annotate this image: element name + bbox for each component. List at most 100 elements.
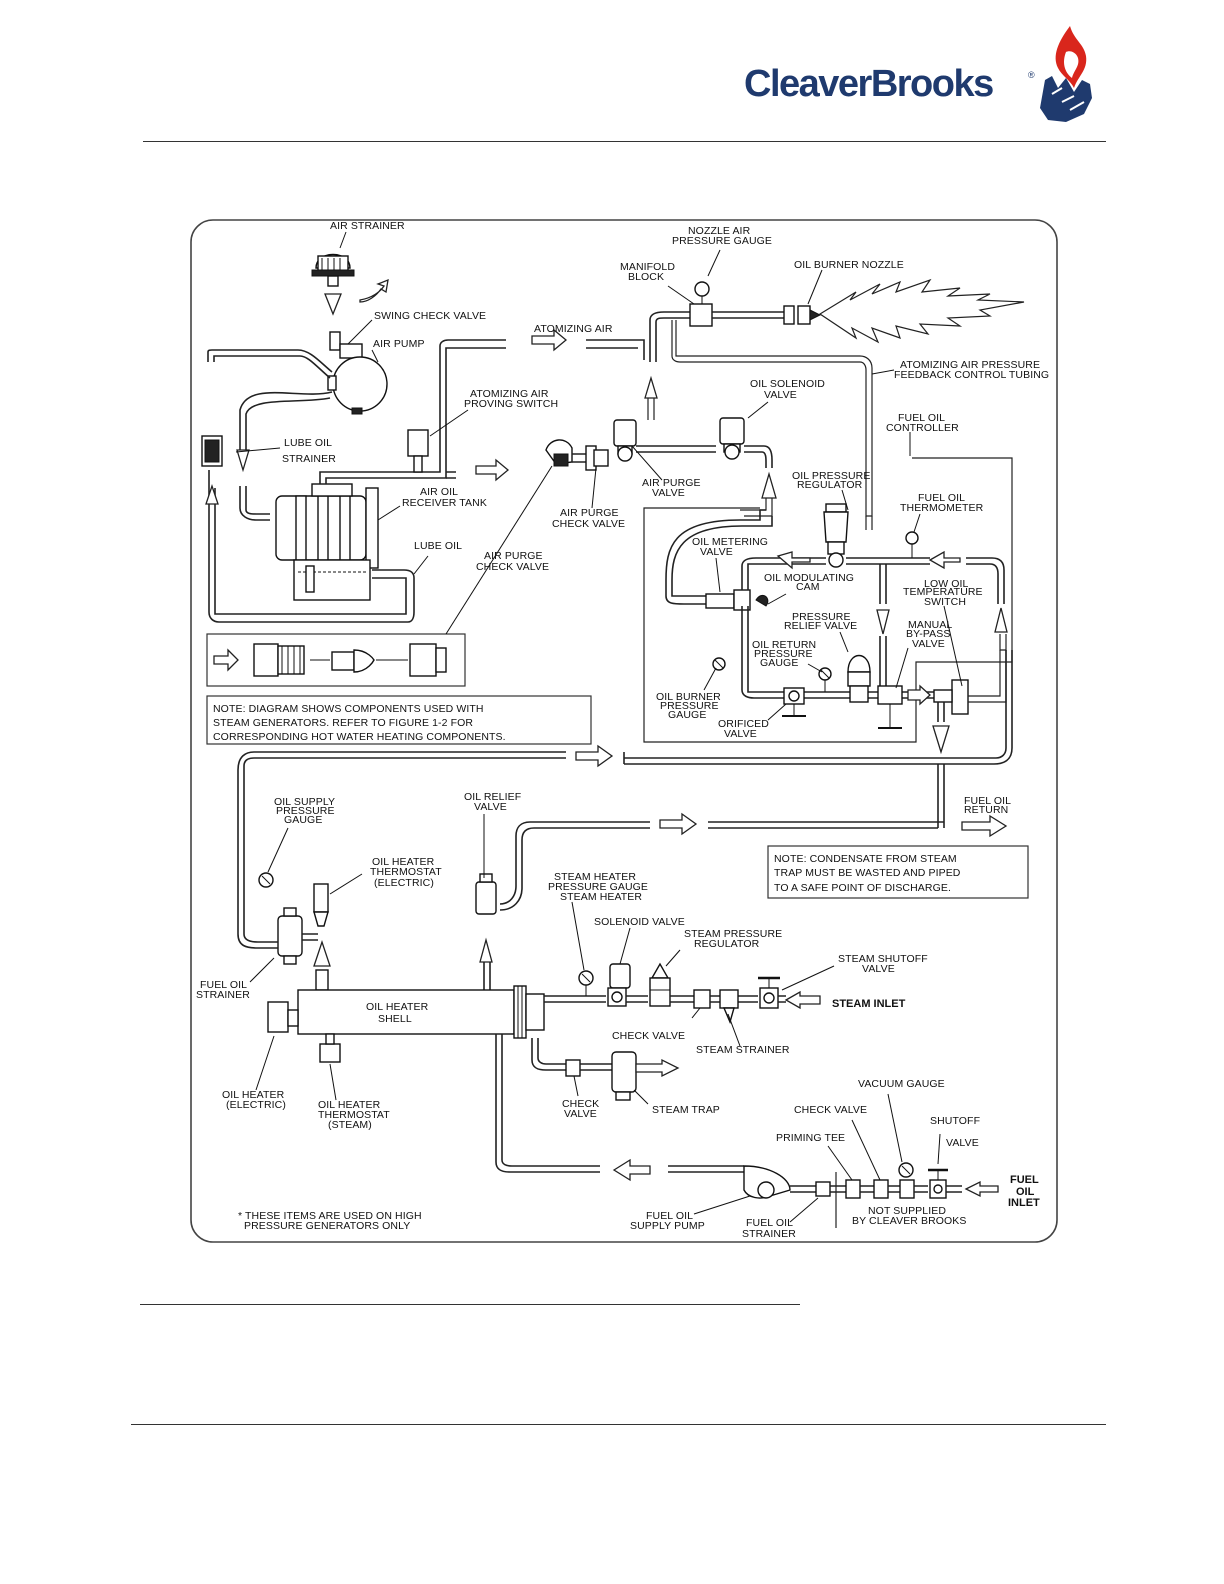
lube-oil-strainer	[201, 435, 223, 467]
pressure-relief-valve	[847, 655, 871, 703]
label-steam-heater-2: PRESSURE GAUGE	[548, 881, 648, 893]
label-steam-strainer: STEAM STRAINER	[696, 1044, 790, 1056]
note-2-line-3: TO A SAFE POINT OF DISCHARGE.	[774, 882, 951, 894]
swing-check-valve	[329, 331, 363, 359]
label-oil-supply-gauge-2: PRESSURE	[276, 805, 335, 817]
vacuum-gauge	[898, 1162, 915, 1199]
label-fuel-oil-return-1: FUEL OIL	[964, 795, 1011, 807]
label-fuel-oil-inlet-2: OIL	[1016, 1186, 1035, 1198]
label-oil-return-gauge-3: GAUGE	[760, 657, 798, 669]
label-lube-oil-strainer-2: STRAINER	[282, 453, 336, 465]
label-fuel-oil-controller-1: FUEL OIL	[898, 412, 945, 424]
oil-heater-thermostat-steam	[319, 1033, 341, 1063]
flow-arrow-down	[932, 725, 950, 755]
label-oil-supply-gauge-1: OIL SUPPLY	[274, 796, 335, 808]
label-steam-heater-1: STEAM HEATER	[554, 871, 636, 883]
label-oil-heater-electric-2: (ELECTRIC)	[226, 1099, 286, 1111]
priming-tee	[845, 1179, 861, 1199]
oil-pressure-regulator	[823, 503, 849, 568]
label-air-oil-receiver-1: AIR OIL	[420, 486, 458, 498]
fuel-oil-thermometer	[905, 531, 919, 558]
note-1-line-3: CORRESPONDING HOT WATER HEATING COMPONEN…	[213, 731, 506, 743]
label-oil-metering-valve-1: OIL METERING	[692, 536, 768, 548]
oil-burner-pressure-gauge	[712, 657, 726, 671]
inlet-check-valve	[873, 1179, 889, 1199]
label-oil-heater-shell-2: SHELL	[378, 1013, 412, 1025]
oil-heater-thermostat-electric	[313, 883, 329, 927]
label-fuel-oil-strainer-2: STRAINER	[196, 989, 250, 1001]
logo-graphic: CleaverBrooks ®	[744, 26, 1092, 122]
label-oil-return-gauge-2: PRESSURE	[754, 648, 813, 660]
air-pump	[327, 356, 388, 415]
steam-heater-pressure-gauge	[578, 970, 594, 996]
label-air-purge-check-valve-b-2: CHECK VALVE	[476, 561, 549, 573]
label-pressure-relief-1: PRESSURE	[792, 611, 851, 623]
label-proving-switch-1: ATOMIZING AIR	[470, 388, 549, 400]
label-steam-regulator-2: REGULATOR	[694, 938, 760, 950]
oil-supply-pressure-gauge	[258, 872, 274, 888]
label-manual-bypass-2: BY-PASS	[906, 628, 950, 640]
label-oil-heater-shell-1: OIL HEATER	[366, 1001, 429, 1013]
label-inlet-strainer-2: STRAINER	[742, 1228, 796, 1240]
label-footnote-2: PRESSURE GENERATORS ONLY	[244, 1220, 410, 1232]
label-heater-thermostat-elec-1: OIL HEATER	[372, 856, 435, 868]
label-low-oil-temp-3: SWITCH	[924, 596, 966, 608]
fuel-oil-supply-pump	[743, 1165, 791, 1199]
flow-arrow-up	[644, 375, 658, 399]
flow-arrow-left	[928, 550, 961, 570]
label-manual-bypass-3: VALVE	[912, 638, 945, 650]
label-fuel-oil-inlet-3: INLET	[1008, 1197, 1040, 1209]
label-feedback-tubing-2: FEEDBACK CONTROL TUBING	[894, 369, 1049, 381]
note-2-line-2: TRAP MUST BE WASTED AND PIPED	[774, 867, 961, 879]
label-steam-trap: STEAM TRAP	[652, 1104, 720, 1116]
label-heater-thermostat-steam-3: (STEAM)	[328, 1119, 372, 1131]
flow-arrow-up	[479, 937, 493, 963]
flow-arrow-right	[907, 684, 931, 706]
label-air-purge-check-valve-b-1: AIR PURGE	[484, 550, 543, 562]
fuel-oil-strainer-inlet	[815, 1181, 831, 1197]
heater-inlet-fitting	[315, 969, 329, 991]
note-box-steam-generators	[206, 695, 592, 745]
label-oil-burner-nozzle: OIL BURNER NOZZLE	[794, 259, 904, 271]
label-oil-pressure-regulator-1: OIL PRESSURE	[792, 470, 870, 482]
label-oil-supply-gauge-3: GAUGE	[284, 814, 322, 826]
label-inlet-check-valve: CHECK VALVE	[794, 1104, 867, 1116]
label-oil-pressure-regulator-2: REGULATOR	[797, 479, 863, 491]
label-air-pump: AIR PUMP	[373, 338, 425, 350]
air-purge-valve	[613, 419, 637, 462]
label-heater-thermostat-elec-2: THERMOSTAT	[370, 866, 442, 878]
diagram-labels: AIR STRAINER SWING CHECK VALVE AIR PUMP …	[196, 220, 1049, 1240]
oil-metering-valve	[705, 589, 769, 611]
label-atomizing-air: ATOMIZING AIR	[534, 323, 613, 335]
flow-arrow-up	[761, 471, 777, 499]
label-steam-inlet: STEAM INLET	[832, 998, 906, 1010]
flow-arrow-up	[994, 607, 1008, 633]
label-oil-relief-valve-1: OIL RELIEF	[464, 791, 521, 803]
label-air-purge-valve-2: VALVE	[652, 487, 685, 499]
label-fuel-oil-return-2: RETURN	[964, 804, 1008, 816]
label-oil-burner-gauge-1: OIL BURNER	[656, 691, 721, 703]
label-air-purge-check-valve-a-1: AIR PURGE	[560, 507, 619, 519]
brand-right-text: Brooks	[871, 63, 993, 105]
flow-arrow-left	[612, 1158, 651, 1182]
label-trap-check-valve-1: CHECK	[562, 1098, 599, 1110]
label-supply-pump-1: FUEL OIL	[646, 1210, 693, 1222]
label-priming-tee: PRIMING TEE	[776, 1132, 845, 1144]
label-orificed-valve-2: VALVE	[724, 728, 757, 740]
oil-burner-nozzle	[783, 305, 822, 325]
air-intake-arrow	[359, 278, 389, 303]
footer-rule	[131, 1424, 1106, 1425]
steam-strainer	[719, 989, 739, 1025]
label-trap-check-valve-2: VALVE	[564, 1108, 597, 1120]
flow-arrow-left	[964, 1180, 999, 1198]
solenoid-valve	[607, 963, 631, 1007]
note-1-line-1: NOTE: DIAGRAM SHOWS COMPONENTS USED WITH	[213, 703, 484, 715]
flame-shape	[818, 278, 1025, 344]
note-box-condensate	[767, 845, 1029, 899]
label-feedback-tubing-1: ATOMIZING AIR PRESSURE	[900, 359, 1040, 371]
label-solenoid-valve: SOLENOID VALVE	[594, 916, 685, 928]
label-manual-bypass-1: MANUAL	[908, 619, 952, 631]
label-lube-oil-strainer-1: LUBE OIL	[284, 437, 332, 449]
leader-lines	[235, 231, 963, 1223]
